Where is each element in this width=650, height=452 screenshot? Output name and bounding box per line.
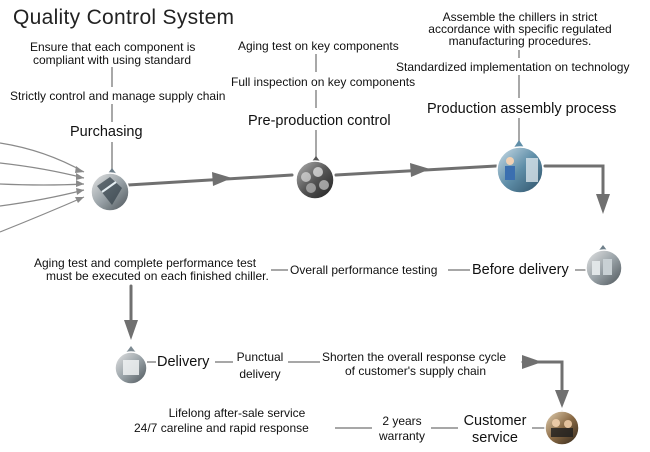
node-preproduction xyxy=(295,156,335,200)
assembly-note-4: Standardized implementation on technolog… xyxy=(396,60,630,74)
flow-arrowhead xyxy=(124,320,138,340)
feed-arrowhead xyxy=(75,197,84,203)
note-lines xyxy=(111,50,588,429)
feed-arrowhead xyxy=(75,166,84,173)
before-delivery-note-2: must be executed on each finished chille… xyxy=(46,269,269,283)
purchasing-note-3: Strictly control and manage supply chain xyxy=(10,89,226,103)
feed-line xyxy=(0,183,85,186)
flow-arrowhead xyxy=(596,194,610,214)
flow-line-purchasing-to-preproduction xyxy=(126,173,294,187)
node-purchasing xyxy=(90,168,130,212)
customer-service-label-2: service xyxy=(472,430,518,446)
delivery-label: Delivery xyxy=(157,354,210,370)
node-delivery xyxy=(114,346,148,385)
node-assembly xyxy=(496,140,544,194)
purchasing-label: Purchasing xyxy=(70,124,143,140)
assembly-label: Production assembly process xyxy=(427,101,617,117)
feed-line xyxy=(0,189,85,207)
customer-service-step-1: 2 years xyxy=(382,414,422,428)
feed-lines xyxy=(0,142,85,233)
before-delivery-label: Before delivery xyxy=(472,262,569,278)
delivery-step-1: Punctual xyxy=(236,350,284,364)
assembly-note-3: manufacturing procedures. xyxy=(448,34,592,48)
before-delivery-note-1: Aging test and complete performance test xyxy=(34,256,257,270)
flow-line-assembly-to-before-delivery xyxy=(543,164,605,204)
feed-line xyxy=(0,196,85,233)
assembly-note-1: Assemble the chillers in strict xyxy=(442,10,598,24)
customer-service-note-2: 24/7 careline and rapid response xyxy=(134,421,309,435)
customer-service-note-1: Lifelong after-sale service xyxy=(168,406,306,420)
flow-arrowhead xyxy=(555,390,569,408)
feed-arrowheads xyxy=(75,166,84,203)
purchasing-note-2: compliant with using standard xyxy=(32,53,192,67)
delivery-note-1: Shorten the overall response cycle xyxy=(322,350,507,364)
flow-arrowhead xyxy=(212,172,232,186)
flow-arrowhead xyxy=(522,355,542,369)
preproduction-note-1: Aging test on key components xyxy=(238,39,399,53)
delivery-step-2: delivery xyxy=(239,367,281,381)
purchasing-note-1: Ensure that each component is xyxy=(30,40,196,54)
customer-service-label-1: Customer xyxy=(463,413,527,429)
preproduction-note-2: Full inspection on key components xyxy=(231,75,416,89)
flow-arrowheads xyxy=(124,163,610,408)
feed-line xyxy=(0,142,85,173)
preproduction-label: Pre-production control xyxy=(248,113,391,129)
node-before-delivery xyxy=(585,245,623,287)
delivery-note-2: of customer's supply chain xyxy=(345,364,487,378)
feed-arrowhead xyxy=(76,173,84,180)
before-delivery-step: Overall performance testing xyxy=(290,263,438,277)
feed-arrowhead xyxy=(76,188,84,195)
assembly-note-2: accordance with specific regulated xyxy=(428,22,612,36)
feed-arrowhead xyxy=(76,180,84,187)
flow-arrowhead xyxy=(410,163,430,177)
node-customer-service xyxy=(544,410,580,446)
page-title: Quality Control System xyxy=(13,6,235,29)
customer-service-step-2: warranty xyxy=(378,429,425,443)
